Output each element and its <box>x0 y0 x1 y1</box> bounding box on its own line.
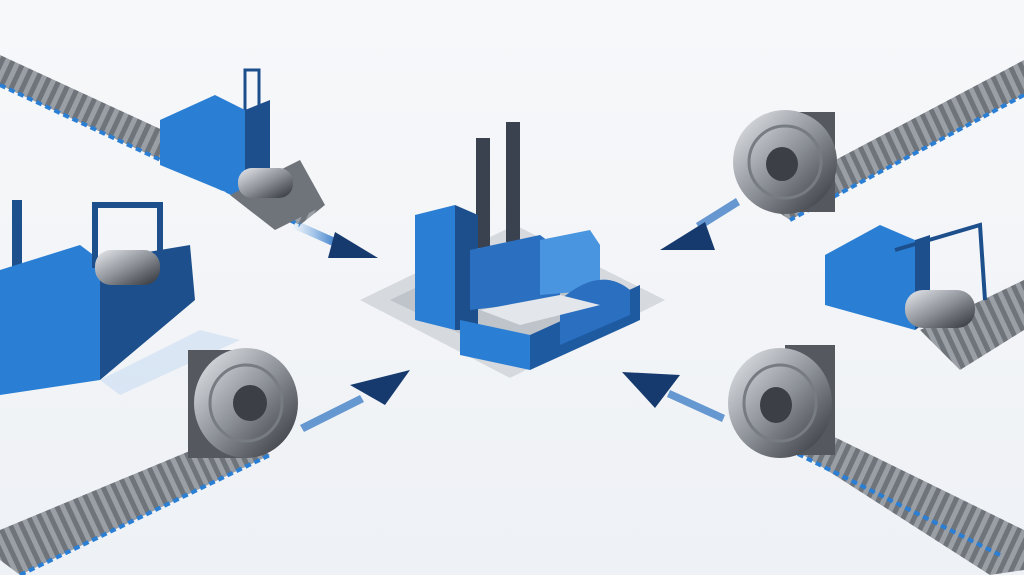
steel-coil-icon <box>188 348 298 458</box>
arrow-icon <box>660 198 740 250</box>
factory-icon <box>825 222 987 330</box>
central-factory <box>360 122 665 378</box>
factory-icon <box>0 200 240 395</box>
steel-coil-icon <box>728 345 835 458</box>
conveyor-belt-icon <box>920 280 1024 370</box>
arrow-icon <box>292 220 378 258</box>
arrow-icon <box>622 372 725 422</box>
conveyor-belt-icon <box>0 430 271 575</box>
factory-icon <box>160 68 325 230</box>
conveyor-belt-icon <box>779 425 1024 575</box>
steel-coil-icon <box>733 110 837 214</box>
arrow-icon <box>300 370 410 432</box>
